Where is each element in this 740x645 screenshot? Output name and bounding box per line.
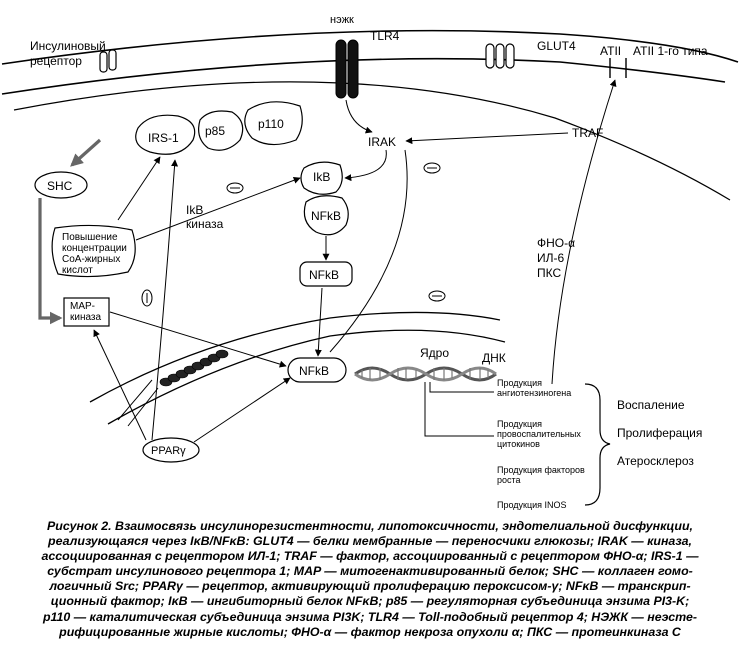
caption-line-6: ционный фактор; IκB — ингибиторный белок… <box>50 594 690 609</box>
caption-line-3: ассоциированная с рецептором ИЛ-1; TRAF … <box>41 549 699 564</box>
ikb-kinase-label: IkB киназа <box>186 203 224 231</box>
arrow-ppar-map <box>93 329 147 441</box>
caption-line-5: логичный Src; PPARγ — рецептор, активиру… <box>49 579 691 594</box>
irs1-node: IRS-1 <box>135 114 196 155</box>
nfkb-nucleus-node: NFkB <box>287 357 347 383</box>
cell-membrane <box>1 29 739 95</box>
outcome-proliferation: Пролиферация <box>617 426 702 440</box>
nezhk-label: нэжк <box>330 14 354 26</box>
insulin-receptor-shape <box>99 49 117 73</box>
dna-label: ДНК <box>482 351 506 365</box>
tlr4-label: TLR4 <box>370 29 400 43</box>
cytoplasm-boundary <box>13 81 731 201</box>
glut4-label: GLUT4 <box>537 39 576 53</box>
outcome-inflammation: Воспаление <box>617 398 685 412</box>
arrow-ppar-irs1 <box>151 159 179 441</box>
arrow-dna-angio <box>429 382 494 393</box>
nuclear-membrane <box>89 311 506 425</box>
inhibition-signs <box>141 162 446 307</box>
cytokines-label: ФНО-α ИЛ-6 ПКС <box>537 236 578 280</box>
svg-text:NFkB: NFkB <box>299 364 329 378</box>
figure-caption: Рисунок 2. Взаимосвязь инсулинорезистент… <box>6 519 734 640</box>
prod-inos-label: Продукция INOS <box>497 500 567 510</box>
arrow-dna-cytokines <box>424 382 494 437</box>
arrow-tlr4-irak <box>345 99 373 134</box>
arrow-angio-atii <box>551 79 617 385</box>
svg-text:SHC: SHC <box>47 179 73 193</box>
inhibit-sign-4 <box>428 290 446 302</box>
ppar-helix <box>159 349 229 387</box>
traf-label: TRAF <box>572 126 603 140</box>
svg-text:IkB: IkB <box>313 170 330 184</box>
ikb-node: IkB <box>300 161 343 195</box>
insulin-receptor-label: Инсулиновый рецептор <box>30 39 109 68</box>
prod-cytokines-label: Продукция провоспалительных цитокинов <box>497 419 583 449</box>
arrow-ffa-irs1 <box>117 156 161 221</box>
nfkb-complex-node: NFkB <box>303 195 349 236</box>
arrow-cytokine-irak <box>329 149 408 353</box>
ffa-node: Повышение концентрации CoA-жирных кислот <box>51 224 136 278</box>
prod-angio-label: Продукция ангиотензиногена <box>497 378 571 398</box>
nucleus-label: Ядро <box>420 346 449 360</box>
svg-text:MAP- киназа: MAP- киназа <box>70 301 102 323</box>
dna-helix <box>354 366 497 382</box>
atii-receptor-shape <box>609 58 627 78</box>
arrow-receptor-shc <box>70 138 102 167</box>
inhibit-sign-1 <box>423 162 441 174</box>
caption-line-8: рифицированные жирные кислоты; ФНО-α — ф… <box>59 624 681 639</box>
arrow-nfkb-nucleus <box>314 287 323 357</box>
atii-label: ATII <box>600 44 621 58</box>
caption-line-4: субстрат инсулинового рецептора 1; MAP —… <box>47 564 693 579</box>
map-kinase-node: MAP- киназа <box>63 297 110 327</box>
svg-text:NFkB: NFkB <box>309 268 339 282</box>
svg-text:IRS-1: IRS-1 <box>148 131 179 145</box>
nfkb-free-node: NFkB <box>299 261 353 287</box>
ppar-receptor-lines <box>117 379 159 427</box>
svg-text:PPARγ: PPARγ <box>151 445 186 457</box>
inhibit-sign-3 <box>141 289 153 307</box>
outcome-brace <box>584 383 611 506</box>
caption-line-1: Рисунок 2. Взаимосвязь инсулинорезистент… <box>47 519 693 533</box>
shc-node: SHC <box>34 171 88 199</box>
caption-line-7: p110 — каталитическая субъединица энзима… <box>42 609 698 624</box>
arrow-ppar-nfkb <box>193 377 291 443</box>
svg-text:Повышение концентрации: Повышение концентрации CoA-жирных кислот <box>62 232 130 276</box>
outcome-atherosclerosis: Атеросклероз <box>617 454 694 468</box>
ppar-node: PPARγ <box>142 437 200 463</box>
p85-node: p85 <box>198 110 244 151</box>
arrow-traf-irak <box>405 132 569 145</box>
glut4-transporter-shape <box>485 43 515 69</box>
svg-text:NFkB: NFkB <box>311 209 341 223</box>
arrow-map-nfkb <box>109 311 287 368</box>
pathway-arrows <box>38 79 617 443</box>
p110-node: p110 <box>244 101 303 146</box>
svg-text:p85: p85 <box>205 124 225 138</box>
svg-text:p110: p110 <box>258 117 284 131</box>
pathway-diagram: Инсулиновый рецептор нэжк TLR4 GLUT4 ATI… <box>1 14 739 510</box>
atii-type1-label: ATII 1-го типа <box>633 44 708 58</box>
inhibit-sign-2 <box>226 182 244 194</box>
irak-label: IRAK <box>368 135 396 149</box>
caption-line-2: реализующаяся через IκB/NFκB: GLUT4 — бе… <box>48 534 692 549</box>
arrow-irak-ikb <box>344 149 387 182</box>
tlr4-receptor-shape <box>335 39 359 99</box>
prod-growth-label: Продукция факторов роста <box>497 465 587 485</box>
arrow-ffa-ikb <box>135 176 301 241</box>
arrow-shc-map <box>38 198 63 325</box>
